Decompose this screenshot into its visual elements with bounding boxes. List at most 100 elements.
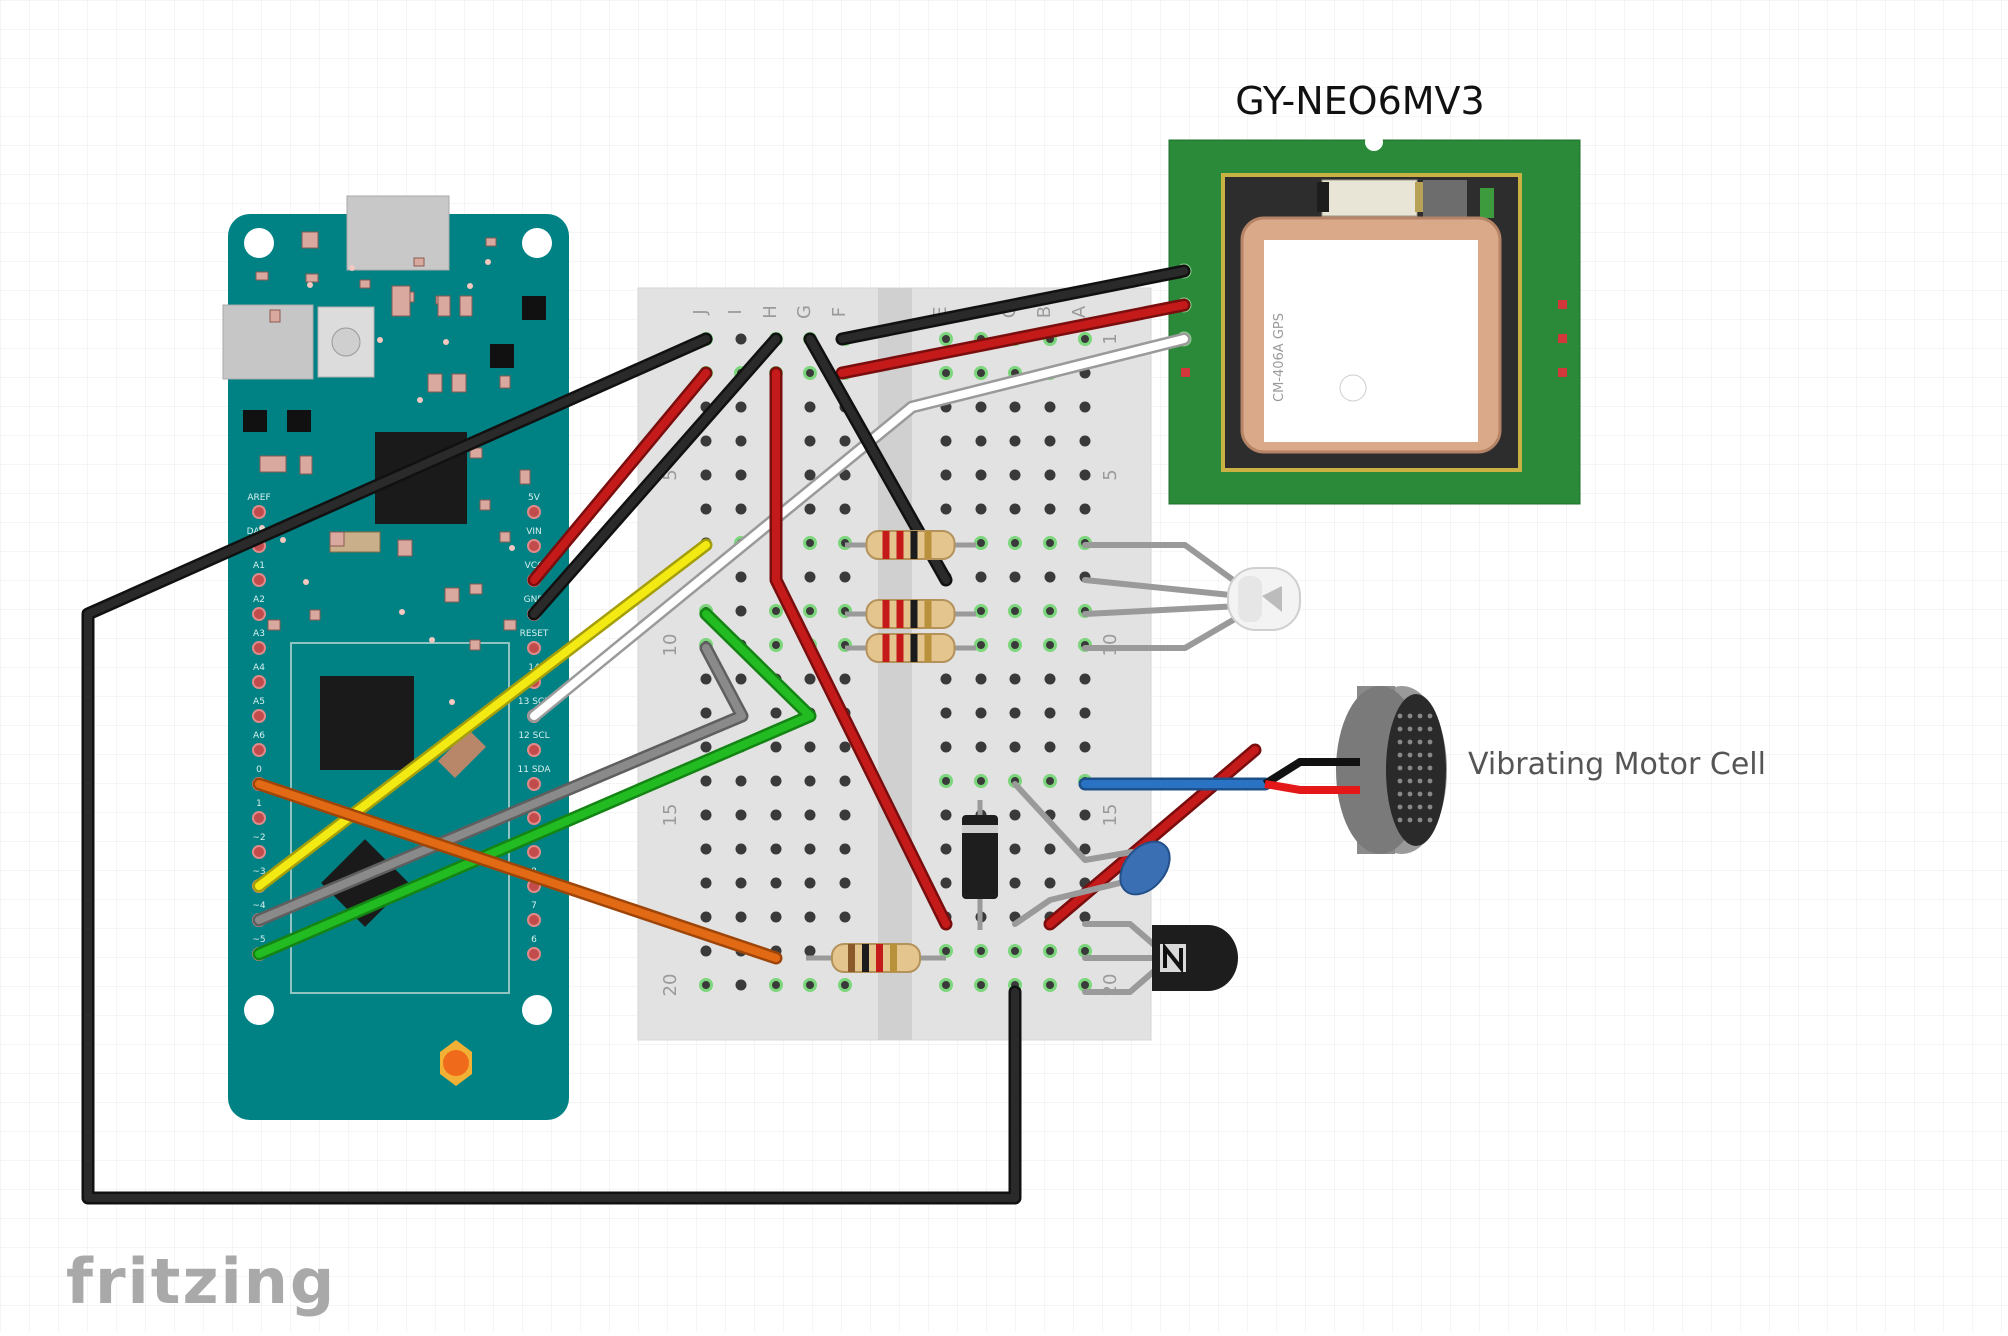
breadboard-hole[interactable] xyxy=(1044,503,1056,515)
resistor-icon[interactable] xyxy=(845,530,976,560)
breadboard-hole[interactable] xyxy=(700,945,712,957)
breadboard-hole[interactable] xyxy=(804,911,816,923)
breadboard-hole[interactable] xyxy=(940,809,952,821)
breadboard-hole[interactable] xyxy=(839,809,851,821)
breadboard-hole[interactable] xyxy=(1044,741,1056,753)
header-pin[interactable] xyxy=(252,641,266,655)
resistor-icon[interactable] xyxy=(845,633,976,663)
breadboard-hole[interactable] xyxy=(1008,944,1022,958)
breadboard-hole[interactable] xyxy=(1009,809,1021,821)
breadboard-hole[interactable] xyxy=(1008,638,1022,652)
breadboard-hole[interactable] xyxy=(975,571,987,583)
breadboard-hole[interactable] xyxy=(700,809,712,821)
breadboard-hole[interactable] xyxy=(804,401,816,413)
breadboard-hole[interactable] xyxy=(974,536,988,550)
breadboard-hole[interactable] xyxy=(1079,911,1091,923)
breadboard-hole[interactable] xyxy=(770,877,782,889)
breadboard-hole[interactable] xyxy=(1009,401,1021,413)
breadboard-hole[interactable] xyxy=(939,978,953,992)
breadboard-hole[interactable] xyxy=(1009,469,1021,481)
breadboard-hole[interactable] xyxy=(940,877,952,889)
resistors[interactable] xyxy=(806,530,976,973)
breadboard-hole[interactable] xyxy=(769,638,783,652)
breadboard-hole[interactable] xyxy=(1044,843,1056,855)
breadboard-hole[interactable] xyxy=(940,673,952,685)
breadboard-hole[interactable] xyxy=(974,638,988,652)
header-pin[interactable] xyxy=(252,845,266,859)
breadboard-hole[interactable] xyxy=(975,707,987,719)
breadboard-hole[interactable] xyxy=(735,503,747,515)
breadboard-hole[interactable] xyxy=(939,944,953,958)
header-pin[interactable] xyxy=(252,709,266,723)
breadboard-hole[interactable] xyxy=(839,911,851,923)
breadboard-hole[interactable] xyxy=(1079,401,1091,413)
breadboard-hole[interactable] xyxy=(803,366,817,380)
breadboard-hole[interactable] xyxy=(700,707,712,719)
breadboard-hole[interactable] xyxy=(975,673,987,685)
breadboard-hole[interactable] xyxy=(804,809,816,821)
breadboard-hole[interactable] xyxy=(974,604,988,618)
breadboard-hole[interactable] xyxy=(1079,503,1091,515)
breadboard-hole[interactable] xyxy=(700,775,712,787)
breadboard-hole[interactable] xyxy=(1079,435,1091,447)
breadboard-hole[interactable] xyxy=(804,741,816,753)
breadboard-hole[interactable] xyxy=(700,503,712,515)
breadboard-hole[interactable] xyxy=(804,843,816,855)
breadboard-hole[interactable] xyxy=(699,978,713,992)
led-icon[interactable] xyxy=(1227,567,1301,631)
header-pin[interactable] xyxy=(527,777,541,791)
header-pin[interactable] xyxy=(527,743,541,757)
breadboard-hole[interactable] xyxy=(940,503,952,515)
breadboard-hole[interactable] xyxy=(1044,401,1056,413)
breadboard-hole[interactable] xyxy=(1044,877,1056,889)
breadboard-hole[interactable] xyxy=(804,945,816,957)
breadboard-hole[interactable] xyxy=(974,774,988,788)
breadboard-hole[interactable] xyxy=(939,366,953,380)
breadboard-hole[interactable] xyxy=(1079,673,1091,685)
breadboard-hole[interactable] xyxy=(1043,978,1057,992)
breadboard-hole[interactable] xyxy=(1009,741,1021,753)
breadboard-hole[interactable] xyxy=(839,673,851,685)
breadboard-hole[interactable] xyxy=(940,843,952,855)
breadboard-hole[interactable] xyxy=(804,673,816,685)
breadboard-hole[interactable] xyxy=(804,435,816,447)
header-pin[interactable] xyxy=(527,811,541,825)
breadboard-hole[interactable] xyxy=(1008,536,1022,550)
breadboard-hole[interactable] xyxy=(735,979,747,991)
breadboard-hole[interactable] xyxy=(1079,809,1091,821)
breadboard-hole[interactable] xyxy=(940,469,952,481)
breadboard-hole[interactable] xyxy=(1079,707,1091,719)
breadboard-hole[interactable] xyxy=(1078,944,1092,958)
breadboard-hole[interactable] xyxy=(1079,741,1091,753)
header-pin[interactable] xyxy=(527,505,541,519)
breadboard-hole[interactable] xyxy=(803,536,817,550)
breadboard-hole[interactable] xyxy=(975,435,987,447)
breadboard-hole[interactable] xyxy=(803,604,817,618)
breadboard-hole[interactable] xyxy=(735,911,747,923)
breadboard-hole[interactable] xyxy=(700,843,712,855)
breadboard-hole[interactable] xyxy=(735,809,747,821)
breadboard-hole[interactable] xyxy=(1078,978,1092,992)
breadboard-hole[interactable] xyxy=(770,707,782,719)
breadboard-hole[interactable] xyxy=(838,978,852,992)
breadboard-hole[interactable] xyxy=(700,435,712,447)
breadboard-hole[interactable] xyxy=(735,469,747,481)
breadboard-hole[interactable] xyxy=(735,877,747,889)
breadboard-hole[interactable] xyxy=(804,877,816,889)
breadboard-hole[interactable] xyxy=(974,366,988,380)
breadboard-hole[interactable] xyxy=(804,571,816,583)
breadboard-hole[interactable] xyxy=(839,877,851,889)
breadboard-hole[interactable] xyxy=(804,775,816,787)
header-pin[interactable] xyxy=(527,947,541,961)
breadboard-hole[interactable] xyxy=(1044,673,1056,685)
breadboard-hole[interactable] xyxy=(770,843,782,855)
breadboard-hole[interactable] xyxy=(700,911,712,923)
breadboard-hole[interactable] xyxy=(700,741,712,753)
breadboard-hole[interactable] xyxy=(770,741,782,753)
breadboard-hole[interactable] xyxy=(700,469,712,481)
header-pin[interactable] xyxy=(252,743,266,757)
breadboard-hole[interactable] xyxy=(1009,707,1021,719)
breadboard-hole[interactable] xyxy=(1044,707,1056,719)
